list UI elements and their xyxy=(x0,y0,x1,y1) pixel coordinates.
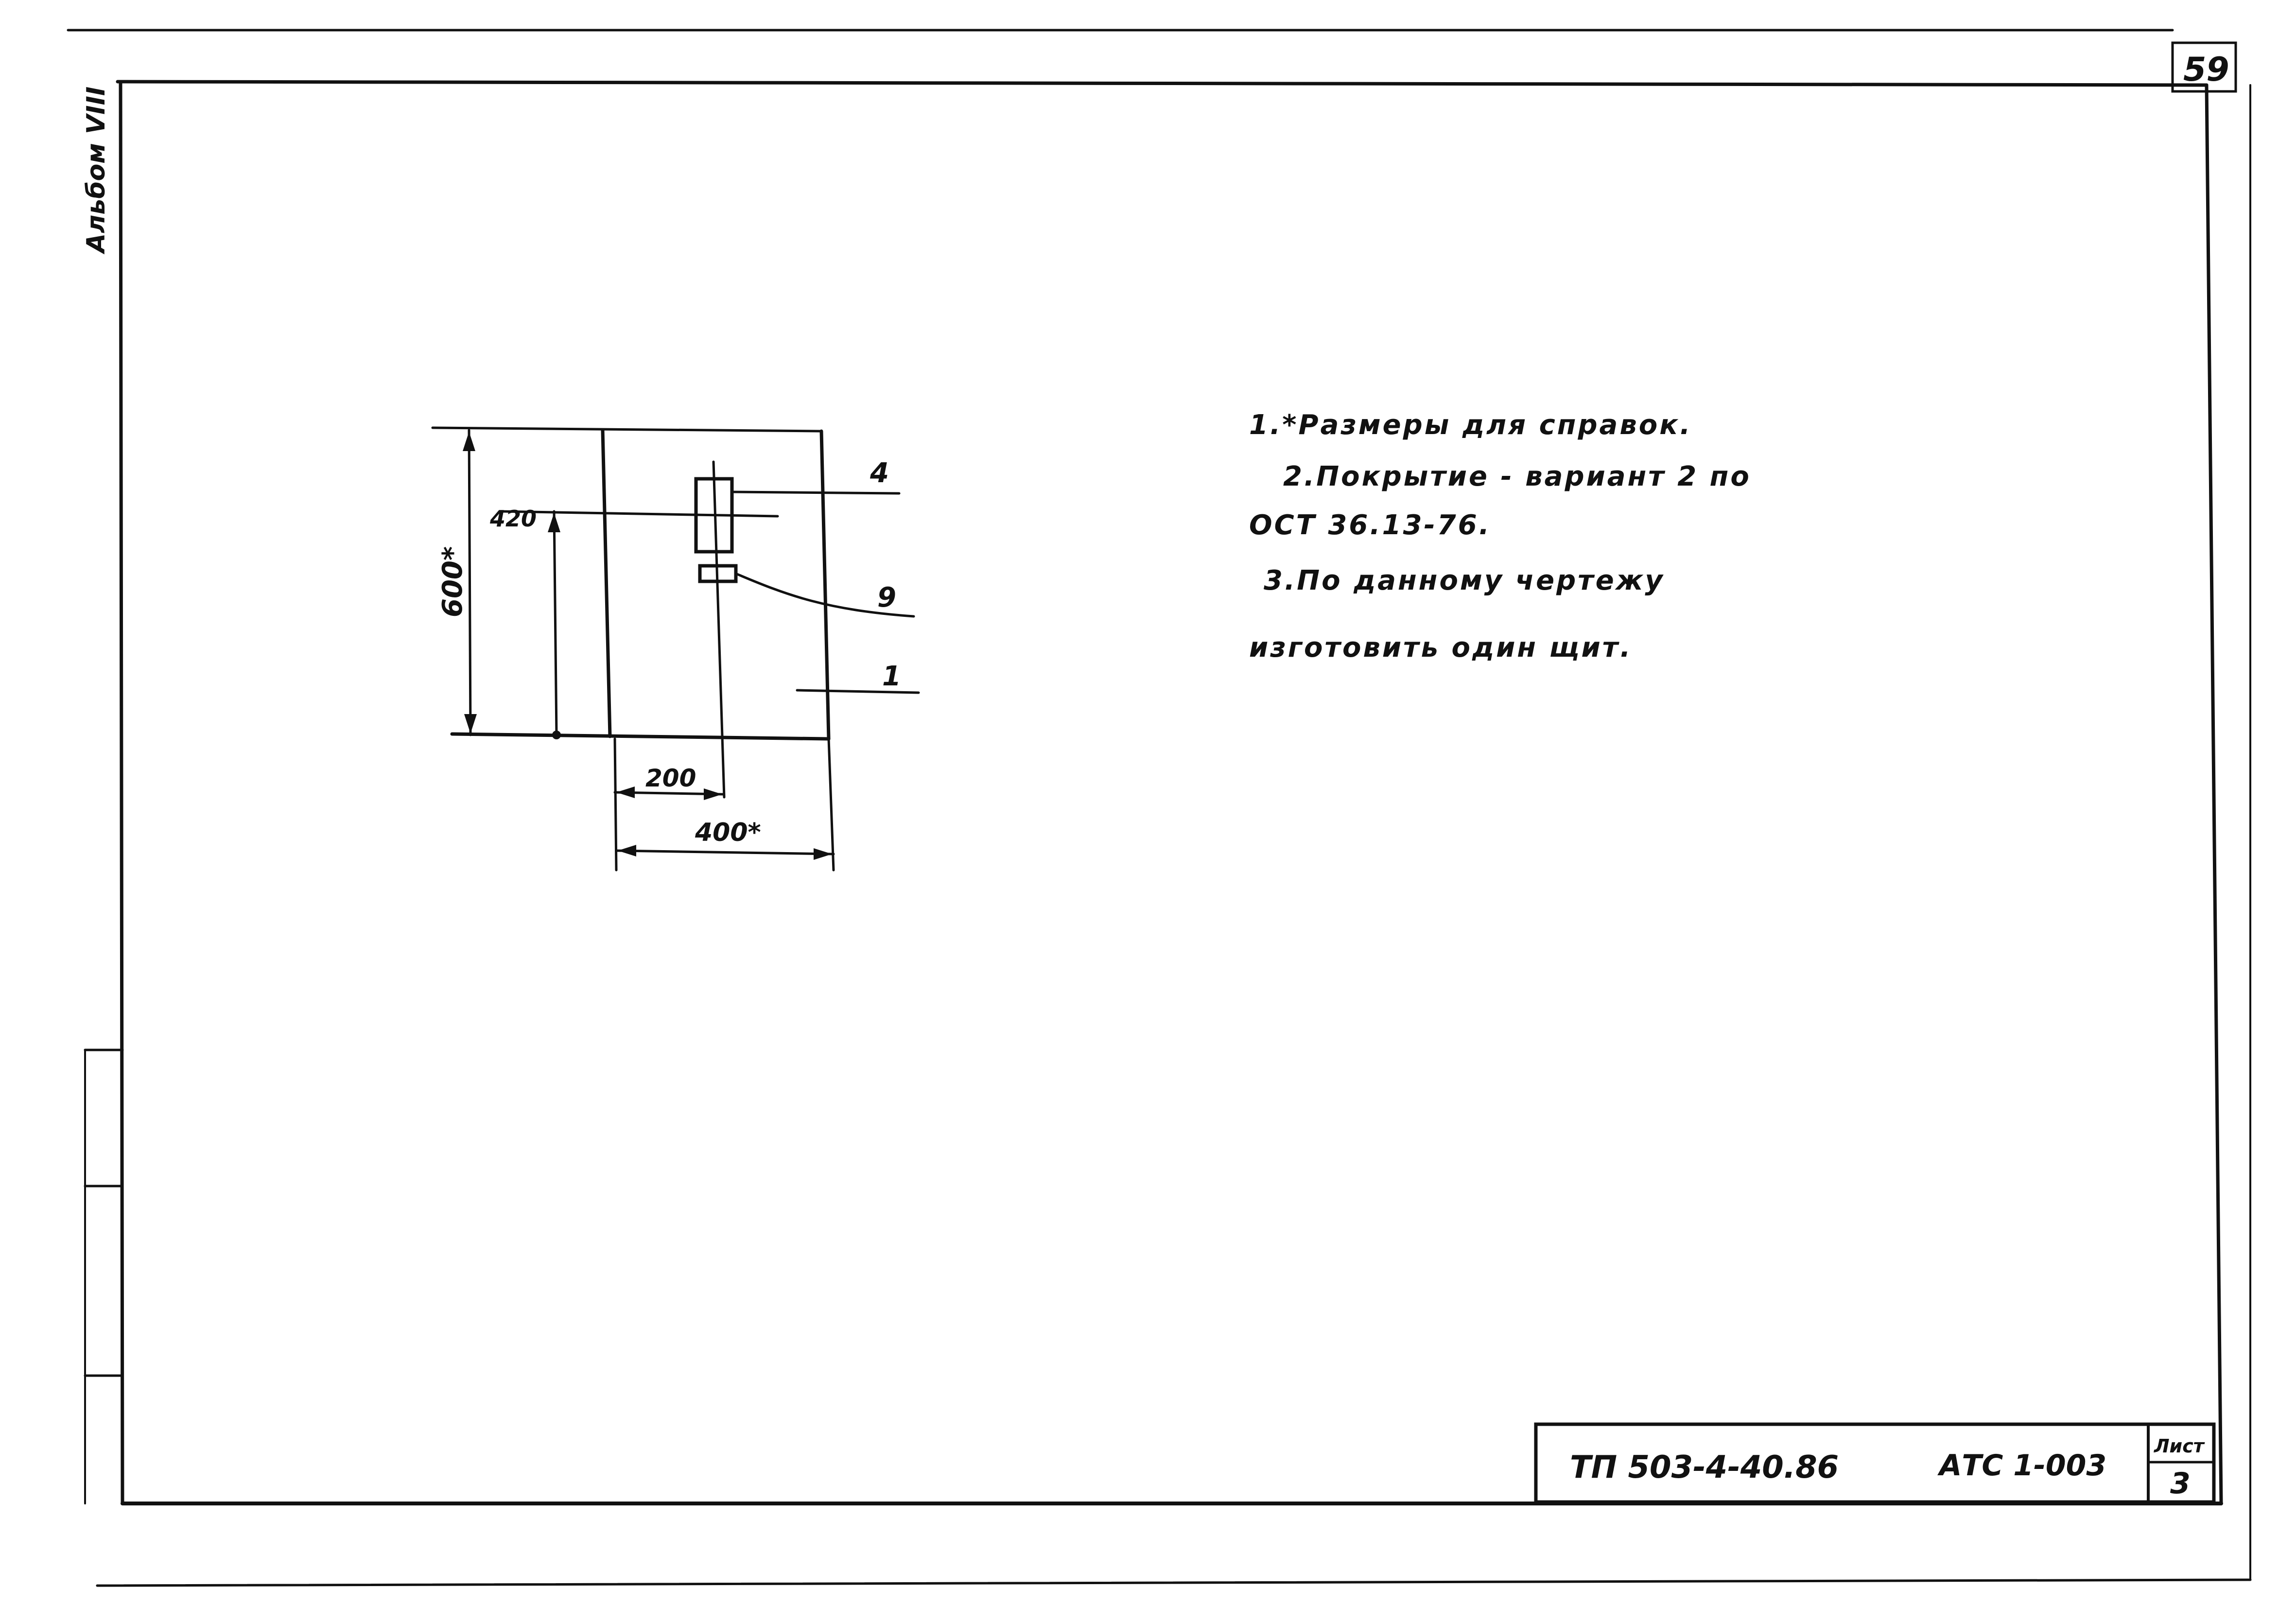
shield-outline xyxy=(450,732,831,741)
dimension-extension-line xyxy=(827,737,835,872)
sheet-label: Лист xyxy=(2154,1435,2205,1457)
page-number-box xyxy=(2171,41,2237,93)
dimension-arrow xyxy=(616,786,635,798)
page-number: 59 xyxy=(2183,51,2229,89)
frame-left xyxy=(119,80,124,1505)
dimension-arrow xyxy=(814,848,832,860)
dimension-line-width xyxy=(615,849,835,856)
callout-number-9: 9 xyxy=(877,582,896,613)
note-line-5: изготовить один щит. xyxy=(1249,632,1633,664)
dimension-arrow xyxy=(548,513,560,532)
drawing-code: АТС 1-003 xyxy=(1937,1449,2106,1483)
callout-leader-4 xyxy=(731,490,901,495)
frame-right xyxy=(2205,83,2223,1505)
bottom-trim-line xyxy=(96,1578,2252,1587)
dimension-arrow xyxy=(704,788,722,800)
note-line-1: 1.*Размеры для справок. xyxy=(1249,409,1692,441)
dimension-label-center: 200 xyxy=(645,764,696,792)
device-rectangle xyxy=(694,477,734,554)
dimension-arrow xyxy=(464,714,477,734)
device-mount-line xyxy=(499,510,779,518)
document-code: ТП 503-4-40.86 xyxy=(1570,1450,1839,1485)
dimension-dot xyxy=(552,731,561,739)
dimension-arrow xyxy=(618,845,636,856)
note-line-2: 2.Покрытие - вариант 2 по xyxy=(1283,461,1751,492)
note-line-4: 3.По данному чертежу xyxy=(1264,565,1665,596)
dimension-label-offset: 420 xyxy=(489,506,537,532)
dimension-line-height xyxy=(468,429,472,736)
dimension-extension-line xyxy=(613,737,618,872)
callout-leader-1 xyxy=(796,689,920,694)
dimension-label-height: 600* xyxy=(437,546,469,617)
dimension-arrow xyxy=(463,432,475,451)
shield-outline xyxy=(601,428,612,738)
callout-number-1: 1 xyxy=(882,661,901,692)
dimension-line-offset xyxy=(553,510,558,736)
callout-leader-9 xyxy=(734,572,915,618)
sheet-number: 3 xyxy=(2170,1467,2191,1501)
device-center-line xyxy=(712,460,726,799)
dimension-extension-line xyxy=(431,426,823,433)
shield-outline xyxy=(819,429,831,741)
note-line-3: ОСТ 36.13-76. xyxy=(1249,509,1491,541)
frame-top xyxy=(116,80,2209,87)
callout-number-4: 4 xyxy=(870,457,889,489)
album-label: Альбом VIII xyxy=(82,87,111,255)
dimension-label-width: 400* xyxy=(695,818,761,847)
